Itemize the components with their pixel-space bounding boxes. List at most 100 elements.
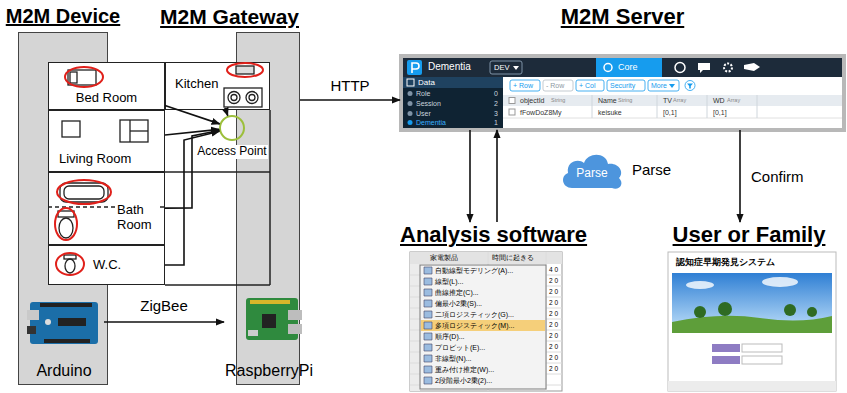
edge-label: ZigBee xyxy=(138,298,190,313)
web-app-screenshot xyxy=(694,306,706,318)
ui-text: objectId xyxy=(520,97,545,104)
ui-text: TV xyxy=(663,97,672,104)
connector-arrow xyxy=(165,131,219,265)
statistics-screenshot xyxy=(410,252,562,391)
ui-text: + Row xyxy=(513,82,533,89)
raspberry-pi-board xyxy=(288,324,302,334)
label-holder: 順序(D)... xyxy=(435,333,465,340)
sensor-marker xyxy=(56,253,84,275)
edge-label: HTTP xyxy=(328,78,371,93)
table-cell: 2 0 xyxy=(549,344,558,351)
label-holder: 非線型(N)... xyxy=(435,355,472,362)
sensor-marker xyxy=(57,180,111,204)
dashboard-screenshot xyxy=(675,63,685,73)
connector-arrow xyxy=(739,130,741,222)
appliance-icons xyxy=(58,66,262,273)
ui-text: More xyxy=(651,82,667,89)
ui-text: Array xyxy=(727,98,740,104)
label-holder: [0,1] xyxy=(663,109,677,116)
ui-text: String xyxy=(551,98,565,104)
ui-text: WD xyxy=(713,97,725,104)
statistics-screenshot xyxy=(424,267,432,384)
arduino-board xyxy=(40,303,92,307)
ui-text: Name xyxy=(598,97,617,104)
dashboard-screenshot xyxy=(408,91,413,96)
connector-arrow xyxy=(165,106,220,124)
floor-plan xyxy=(165,284,270,286)
page-title: 認知症早期発見システム xyxy=(676,258,775,267)
dashboard-screenshot xyxy=(403,77,503,128)
label-holder: 0 xyxy=(494,90,498,97)
web-app-screenshot xyxy=(668,381,836,391)
dashboard-screenshot xyxy=(412,63,419,73)
label-holder: 自動線型モデリング(A)... xyxy=(435,267,513,274)
menu-item: 自動線型モデリング(A)... xyxy=(435,267,513,274)
node-label: Access Point xyxy=(196,145,267,159)
section-heading: User or Family xyxy=(673,222,826,247)
sensor-marker xyxy=(55,63,263,275)
room-label: Living Room xyxy=(59,152,131,167)
ui-text: 2 xyxy=(494,100,498,107)
label-holder: DEV xyxy=(494,64,509,72)
label-holder: 2段階最小2乗(2)... xyxy=(435,377,492,384)
dashboard-screenshot xyxy=(513,66,519,70)
service-name: Parse xyxy=(632,162,671,177)
dashboard-screenshot xyxy=(744,63,760,71)
web-app-screenshot xyxy=(686,281,714,289)
dashboard-screenshot xyxy=(503,118,842,119)
appliance-icons xyxy=(120,120,148,142)
dashboard-screenshot xyxy=(403,77,503,88)
raspberry-pi-board xyxy=(248,330,258,336)
label-holder: 4 0 xyxy=(549,267,558,274)
label-holder: 2 0 xyxy=(549,366,558,373)
label-holder: objectId xyxy=(520,97,545,104)
section-heading: M2M Device xyxy=(6,5,121,28)
appliance-icons xyxy=(130,130,148,131)
dashboard-screenshot xyxy=(403,58,842,128)
ui-text: 3 xyxy=(494,110,498,117)
circle-outline xyxy=(219,115,245,141)
label-holder: Dementia xyxy=(416,119,446,126)
statistics-screenshot xyxy=(410,252,562,264)
cloud-shape: Parse xyxy=(558,148,626,194)
dashboard-screenshot xyxy=(596,58,662,77)
label-holder: プロビット(E)... xyxy=(435,344,485,351)
web-app-screenshot xyxy=(672,316,832,333)
cloud-label: Parse xyxy=(576,167,607,181)
label-holder: More xyxy=(651,82,667,89)
dashboard-screenshot xyxy=(724,64,732,72)
dashboard-screenshot xyxy=(543,80,573,91)
table-cell: 2 0 xyxy=(549,333,558,340)
label-holder: Array xyxy=(727,98,740,104)
web-app-screenshot xyxy=(762,277,798,287)
floor-plan xyxy=(165,171,270,173)
label-holder: 認知症早期発見システム xyxy=(676,258,775,267)
device-label: Arduino xyxy=(36,362,91,380)
arduino-board xyxy=(44,339,90,343)
table-cell: 4 0 xyxy=(549,267,558,274)
table-header: 家電製品 xyxy=(430,254,458,261)
connector-arrow xyxy=(496,130,498,222)
ui-text: [0,1] xyxy=(713,109,727,116)
appliance-icons xyxy=(60,183,108,202)
label-holder: 多項ロジスティック(M)... xyxy=(435,322,514,329)
menu-item: 線型(L)... xyxy=(435,278,463,285)
label-holder: 2 0 xyxy=(549,311,558,318)
web-app-screenshot xyxy=(807,307,817,317)
label-holder: 家電製品 xyxy=(430,254,458,261)
label-holder: 2 0 xyxy=(549,333,558,340)
label-holder: [0,1] xyxy=(713,109,727,116)
dashboard-screenshot xyxy=(592,95,757,118)
connector-arrow xyxy=(104,321,224,323)
ui-text: [0,1] xyxy=(663,109,677,116)
label-holder: 3 xyxy=(494,110,498,117)
menu-item: 非線型(N)... xyxy=(435,355,472,362)
label-holder: 時間に起きる xyxy=(492,254,534,261)
statistics-screenshot xyxy=(410,252,562,391)
ui-text: fFowDoZ8My xyxy=(520,109,562,116)
dashboard-screenshot xyxy=(657,95,658,118)
arduino-board xyxy=(45,319,51,325)
label-holder: Confirm xyxy=(749,169,806,184)
